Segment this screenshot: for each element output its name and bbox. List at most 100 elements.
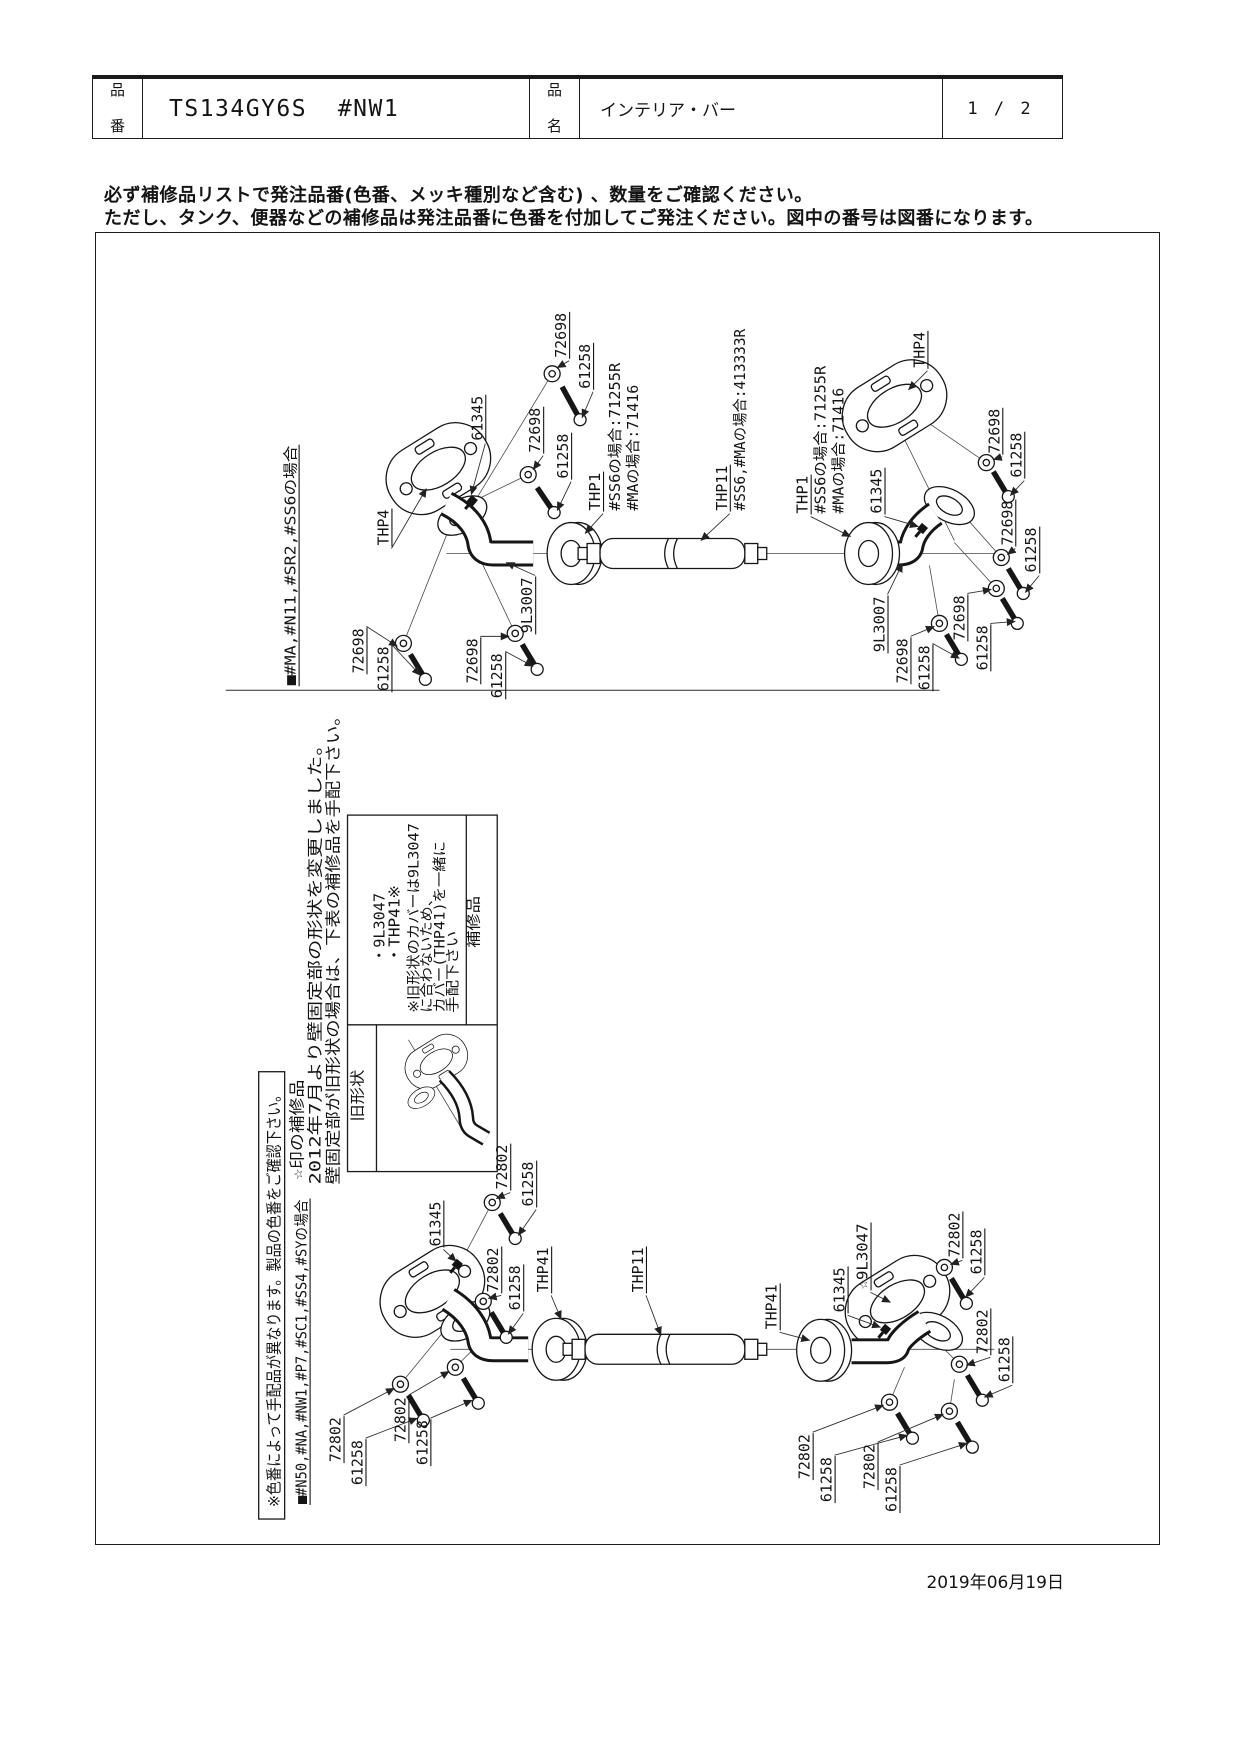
- label-cover-text: THP41: [534, 1247, 552, 1292]
- label-elbow-text: 9L3007: [518, 577, 536, 633]
- label-elbow-text: ☆9L3047: [854, 1223, 872, 1289]
- page-indicator: 1 / 2: [967, 98, 1034, 119]
- star-note-text: 2012年7月より壁固定部の形状を変更しました。: [306, 735, 325, 1184]
- label-screw: 72802: [861, 1443, 879, 1491]
- label-bolt-text: 61258: [519, 1162, 537, 1207]
- label-screw-text: 72698: [950, 595, 968, 640]
- cover-ring: [843, 521, 901, 586]
- label-bar-note: #SS6,#MAの場合:413333R: [731, 328, 749, 511]
- screw: [895, 1411, 920, 1445]
- label-elbow-text: 9L3007: [871, 596, 889, 652]
- label-screw: 72698: [552, 311, 571, 359]
- washer: [474, 1292, 492, 1311]
- table-note: カバー(THP41)を一緒に: [432, 841, 448, 1013]
- cover-ring: [531, 1317, 588, 1381]
- screw: [965, 1373, 989, 1407]
- washer: [483, 1193, 501, 1212]
- label-screw: 72698: [893, 637, 912, 685]
- label-screw: 72802: [493, 1143, 512, 1191]
- variant-label-text: ■#N50,#NA,#NW1,#P7,#SC1,#SS4,#SYの場合: [293, 1200, 311, 1505]
- label-bolt: 61258: [1007, 431, 1026, 479]
- product-name: インテリア・バー: [580, 79, 943, 138]
- table-note-text: ※旧形状のカバーは9L3047: [406, 823, 422, 1013]
- label-bolt: 61258: [995, 1336, 1014, 1384]
- label-bar: THP11: [713, 464, 731, 512]
- notice-line: ただし、タンク、便器などの補修品は発注品番に色番を付加してご発注ください。図中の…: [104, 208, 1044, 229]
- washer: [992, 548, 1010, 567]
- label-setscrew: 61345: [426, 1200, 445, 1248]
- label-bolt-text: 61258: [554, 434, 572, 479]
- label-bolt: 61258: [506, 1264, 525, 1312]
- table-note: 手配下さい: [445, 931, 461, 1013]
- cover-ring: [796, 1318, 853, 1382]
- label-bolt-text: 61258: [413, 1420, 431, 1465]
- label-screw-text: 72802: [391, 1397, 409, 1442]
- star-note-text: 壁固定部が旧形状の場合は、下表の補修品を手配下さい。: [324, 707, 343, 1184]
- label-cover: THP41: [763, 1283, 781, 1331]
- label-bolt-text: 61258: [506, 1265, 524, 1310]
- label-flange: THP4: [910, 330, 929, 369]
- label-bolt-text: 61258: [882, 1467, 900, 1512]
- elbow-pipe: [857, 502, 944, 567]
- washer: [930, 614, 949, 633]
- table-header-text: 旧形状: [349, 1070, 367, 1122]
- screw: [408, 652, 433, 686]
- label-screw-text: 72802: [973, 1309, 991, 1354]
- label-bolt-text: 61258: [995, 1337, 1013, 1382]
- set-screw: [914, 522, 929, 538]
- product-name-label: 品 名: [530, 79, 580, 138]
- label-screw: 72698: [349, 627, 368, 675]
- label-flange-text: THP4: [374, 510, 392, 546]
- label-screw-text: 72802: [493, 1145, 511, 1190]
- washer: [391, 1375, 410, 1393]
- washer: [446, 1358, 464, 1376]
- label-bolt-text: 61258: [488, 653, 506, 698]
- star-note: 壁固定部が旧形状の場合は、下表の補修品を手配下さい。: [324, 707, 343, 1184]
- screw: [460, 1376, 485, 1410]
- table-note: ※旧形状のカバーは9L3047: [406, 823, 422, 1013]
- label-setscrew-text: 61345: [468, 396, 486, 441]
- label-bolt-text: 61258: [576, 344, 594, 389]
- color-note-text: ※色番によって手配品が異なります。製品の色番をご確認下さい。: [265, 1088, 284, 1507]
- set-screw: [877, 1323, 892, 1339]
- screw: [999, 597, 1024, 631]
- star-note-text: ☆印の補修品: [288, 1080, 307, 1180]
- label-screw-text: 72698: [985, 409, 1003, 454]
- table-note-text: カバー(THP41)を一緒に: [432, 841, 448, 1013]
- label-cover-note-text: #MAの場合:71416: [830, 388, 848, 514]
- label-setscrew: 61345: [831, 1266, 849, 1314]
- repair-parts-table: [346, 814, 498, 1173]
- set-screw: [464, 494, 478, 510]
- label-bolt-text: 61258: [915, 645, 933, 690]
- star-note: 2012年7月より壁固定部の形状を変更しました。: [306, 735, 325, 1184]
- label-bolt: 61258: [576, 342, 595, 390]
- label-screw-text: 72698: [552, 313, 570, 358]
- label-screw-text: 72802: [327, 1417, 345, 1462]
- old-shape-bracket: [407, 1086, 436, 1109]
- label-bolt-text: 61258: [374, 646, 392, 691]
- table-header: 旧形状: [349, 1070, 367, 1122]
- label-setscrew: 61345: [868, 467, 886, 515]
- label-screw-text: 72698: [893, 638, 911, 683]
- label-cover-text: THP41: [763, 1284, 781, 1329]
- label-flange: THP4: [374, 508, 393, 547]
- screw: [519, 642, 544, 676]
- label-cover-note: #MAの場合:71416: [624, 385, 642, 511]
- label-setscrew-text: 61345: [426, 1202, 444, 1247]
- label-screw-text: 72698: [998, 501, 1016, 546]
- label-screw-text: 72698: [526, 408, 544, 453]
- label-screw: 72698: [463, 637, 482, 685]
- table-item: ・9L3047: [370, 893, 388, 963]
- label-cover-text: THP1: [794, 476, 812, 514]
- washer: [880, 1393, 899, 1411]
- label-screw: 72698: [950, 594, 969, 642]
- label-bolt-text: 61258: [818, 1457, 836, 1502]
- cover-ring: [546, 521, 603, 586]
- washer: [987, 579, 1005, 598]
- label-setscrew-text: 61345: [831, 1267, 849, 1312]
- label-bolt: 61258: [915, 644, 934, 692]
- label-bolt-text: 61258: [1007, 433, 1025, 478]
- label-screw: 72802: [327, 1416, 345, 1464]
